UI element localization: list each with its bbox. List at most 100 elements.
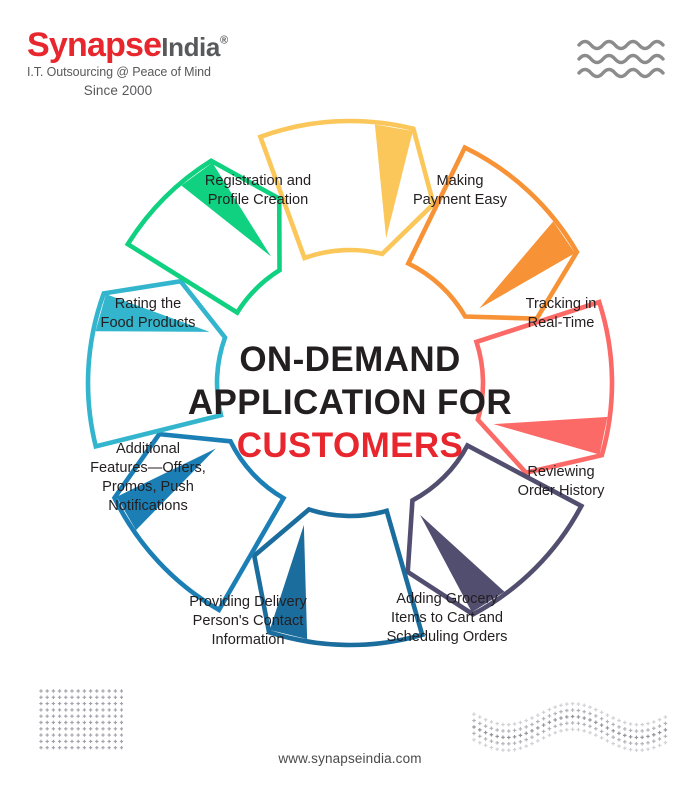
pattern-plus-mark xyxy=(518,727,523,731)
pattern-plus-mark xyxy=(113,714,118,718)
ring-label-line: Registration and xyxy=(205,173,311,189)
pattern-plus-mark xyxy=(524,718,528,723)
dot-grid-pattern-icon xyxy=(38,688,124,755)
pattern-plus-mark xyxy=(119,695,124,699)
pattern-plus-mark xyxy=(611,722,615,727)
pattern-plus-mark xyxy=(634,729,639,733)
pattern-plus-mark xyxy=(524,744,528,748)
pattern-plus-mark xyxy=(663,715,668,719)
pattern-plus-mark xyxy=(576,721,581,726)
pattern-plus-mark xyxy=(57,727,62,731)
ring-label-line: Reviewing xyxy=(527,464,594,480)
pattern-plus-mark xyxy=(495,734,499,739)
pattern-plus-mark xyxy=(559,716,563,720)
pattern-plus-mark xyxy=(541,736,546,740)
pattern-plus-mark xyxy=(663,728,668,732)
ring-label-line: Promos, Push xyxy=(102,479,194,495)
pattern-plus-mark xyxy=(64,714,68,718)
pattern-plus-mark xyxy=(611,741,615,746)
pattern-plus-mark xyxy=(113,727,118,731)
pattern-plus-mark xyxy=(565,702,569,706)
pattern-plus-mark xyxy=(582,729,586,733)
pattern-plus-mark xyxy=(76,714,80,718)
pattern-plus-mark xyxy=(657,724,662,728)
pattern-plus-mark xyxy=(119,739,124,744)
logo-secondary-text: India xyxy=(161,32,220,62)
pattern-plus-mark xyxy=(652,739,656,743)
ring-segment-rating-the-food-products[interactable] xyxy=(124,158,282,316)
pattern-plus-mark xyxy=(634,742,639,746)
pattern-plus-mark xyxy=(628,741,633,745)
pattern-plus-mark xyxy=(634,722,639,727)
pattern-plus-mark xyxy=(599,736,604,740)
pattern-plus-mark xyxy=(657,717,662,722)
pattern-plus-mark xyxy=(113,695,118,699)
pattern-plus-mark xyxy=(559,722,563,727)
pattern-plus-mark xyxy=(553,711,557,716)
pattern-plus-mark xyxy=(88,701,93,706)
pattern-plus-mark xyxy=(594,726,598,731)
pattern-plus-mark xyxy=(559,729,563,733)
pattern-plus-mark xyxy=(576,727,581,732)
pattern-plus-mark xyxy=(70,739,74,744)
pattern-plus-mark xyxy=(530,735,534,739)
pattern-plus-mark xyxy=(547,726,552,731)
pattern-plus-mark xyxy=(501,735,505,740)
pattern-plus-mark xyxy=(576,708,581,713)
pattern-plus-mark xyxy=(64,739,68,744)
pattern-plus-mark xyxy=(559,709,563,714)
pattern-plus-mark xyxy=(489,720,494,724)
pattern-plus-mark xyxy=(547,714,552,718)
pattern-plus-mark xyxy=(652,732,656,737)
pattern-plus-mark xyxy=(45,720,49,725)
pattern-plus-mark xyxy=(51,739,56,744)
pattern-plus-mark xyxy=(57,720,62,725)
pattern-plus-mark xyxy=(628,747,633,752)
footer-website-url[interactable]: www.synapseindia.com xyxy=(278,751,422,766)
pattern-plus-mark xyxy=(82,746,87,750)
logo-primary-text: Synapse xyxy=(27,26,162,64)
pattern-plus-mark xyxy=(51,701,56,706)
ring-label-line: Payment Easy xyxy=(413,192,508,208)
pattern-plus-mark xyxy=(640,741,644,746)
pattern-plus-mark xyxy=(617,718,621,723)
pattern-plus-mark xyxy=(495,747,499,751)
pattern-plus-mark xyxy=(70,701,74,706)
pattern-plus-mark xyxy=(95,695,99,699)
pattern-plus-mark xyxy=(45,701,49,706)
pattern-plus-mark xyxy=(64,701,68,706)
pattern-plus-mark xyxy=(507,729,511,733)
pattern-plus-mark xyxy=(657,743,662,748)
pattern-plus-mark xyxy=(64,733,68,737)
pattern-plus-mark xyxy=(518,720,523,725)
center-title-line-2: APPLICATION FOR xyxy=(188,383,512,422)
pattern-plus-mark xyxy=(45,689,49,693)
pattern-plus-mark xyxy=(565,715,569,719)
pattern-plus-mark xyxy=(70,720,74,725)
pattern-plus-mark xyxy=(478,728,482,732)
pattern-plus-mark xyxy=(646,747,650,751)
ring-arrowhead-additional-features-offers-promos-push-notifications xyxy=(95,294,210,332)
pattern-plus-mark xyxy=(495,721,499,726)
center-title-line-1: ON-DEMAND xyxy=(239,340,460,379)
pattern-plus-mark xyxy=(101,689,105,693)
pattern-plus-mark xyxy=(76,746,80,750)
pattern-plus-mark xyxy=(70,689,74,693)
pattern-plus-mark xyxy=(501,722,505,727)
pattern-plus-mark xyxy=(501,741,505,746)
pattern-plus-mark xyxy=(559,703,563,708)
pattern-plus-mark xyxy=(605,719,610,724)
pattern-plus-mark xyxy=(107,714,111,718)
ring-label-line: Notifications xyxy=(108,498,188,514)
pattern-plus-mark xyxy=(88,727,93,731)
pattern-plus-mark xyxy=(623,720,627,725)
pattern-plus-mark xyxy=(617,731,621,736)
pattern-plus-mark xyxy=(107,695,111,699)
ring-label-line: Providing Delivery xyxy=(189,594,307,610)
pattern-plus-mark xyxy=(652,720,656,724)
pattern-plus-mark xyxy=(45,695,49,699)
